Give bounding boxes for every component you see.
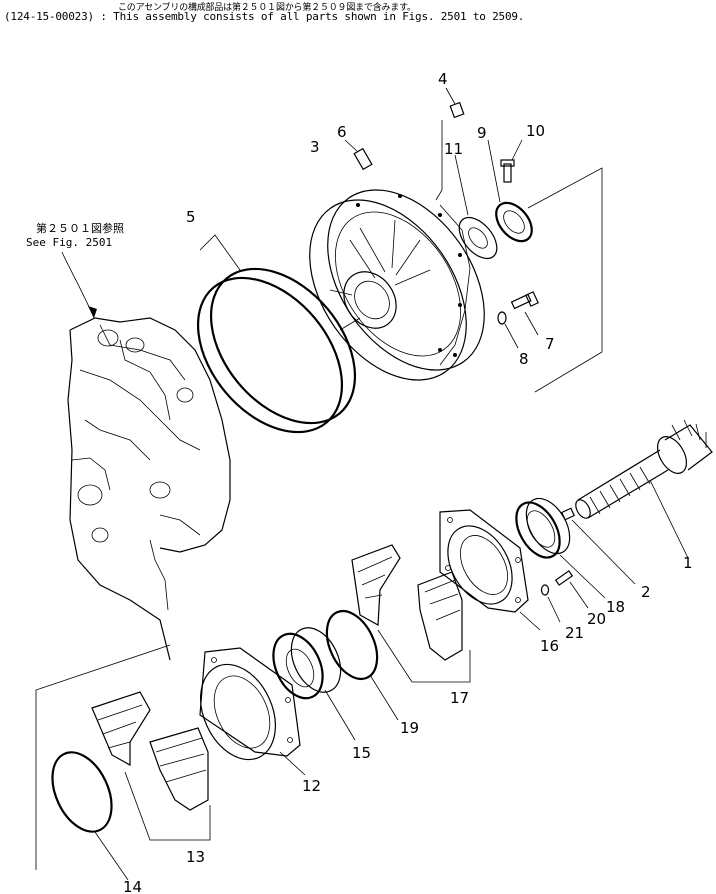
callout-9: 9: [477, 124, 487, 142]
part-2-plug: [560, 507, 636, 585]
callout-19: 19: [400, 719, 419, 737]
callout-20: 20: [587, 610, 606, 628]
part-7-bolt: [510, 291, 539, 336]
callout-16: 16: [540, 637, 559, 655]
part-18-bearing: [515, 497, 606, 599]
part-17-shims: [351, 544, 471, 683]
part-10-bolt: [500, 139, 523, 183]
callout-18: 18: [606, 598, 625, 616]
callout-4: 4: [438, 70, 448, 88]
callout-13: 13: [186, 848, 205, 866]
callout-6: 6: [337, 123, 347, 141]
part-16-cover: [439, 509, 541, 631]
see-figure-reference-japanese: 第２５０１図参照: [36, 221, 124, 235]
part-13-shims: [91, 691, 211, 841]
callout-17: 17: [450, 689, 469, 707]
leader-bracket-9: [527, 167, 603, 393]
callout-5: 5: [186, 208, 196, 226]
callout-7: 7: [545, 335, 555, 353]
callout-10: 10: [526, 122, 545, 140]
callout-12: 12: [302, 777, 321, 795]
transmission-housing-reference: [67, 317, 231, 661]
callout-1: 1: [683, 554, 693, 572]
callout-15: 15: [352, 744, 371, 762]
callout-2: 2: [641, 583, 651, 601]
part-3-pump-housing: [309, 189, 485, 381]
callout-3: 3: [310, 138, 320, 156]
part-19-o-ring: [325, 609, 399, 721]
part-9-locknut: [487, 139, 533, 243]
callout-14: 14: [123, 878, 142, 894]
leader-bracket-12: [35, 644, 171, 870]
part-11-washer: [454, 154, 498, 260]
see-figure-reference: See Fig. 2501: [26, 236, 112, 249]
part-15-bearing: [272, 627, 356, 741]
leader-bracket-4: [435, 120, 443, 201]
part-6-dowel-pin: [344, 139, 373, 171]
part-4-plug: [445, 87, 465, 119]
header-japanese-note: このアセンブリの構成部品は第２５０１図から第２５０９図まで含みます。: [118, 3, 416, 13]
part-14-o-ring: [51, 751, 129, 881]
part-12-cover: [199, 647, 306, 776]
callout-21: 21: [565, 624, 584, 642]
part-1-input-shaft: [575, 419, 713, 559]
callout-11: 11: [444, 140, 463, 158]
callout-8: 8: [519, 350, 529, 368]
part-8-washer: [497, 311, 519, 349]
part-21-washer: [540, 584, 561, 623]
part-20-bolt: [554, 570, 589, 609]
header-assembly-note: (124-15-00023) : This assembly consists …: [4, 10, 525, 23]
arrowhead-icon: [88, 306, 97, 318]
part-5-seal-rings: [196, 234, 357, 434]
